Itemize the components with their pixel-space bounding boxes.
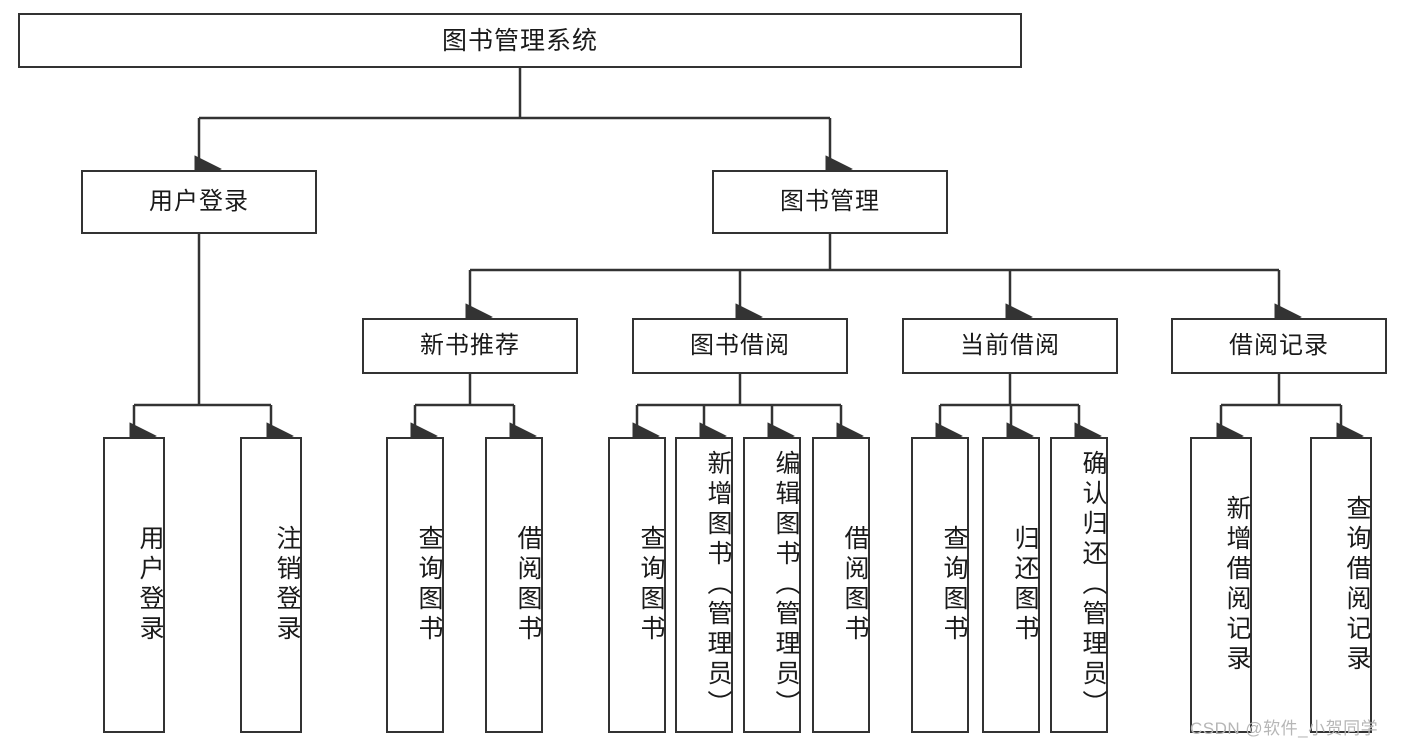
node-user-login[interactable]: 用户登录: [81, 170, 317, 234]
node-current-borrowing[interactable]: 当前借阅: [902, 318, 1118, 374]
node-new-book-recommendation[interactable]: 新书推荐: [362, 318, 578, 374]
leaf-confirm-return-admin-label: 确认归还（管理员）: [1079, 450, 1107, 720]
leaf-confirm-return-admin[interactable]: 确认归还（管理员）: [1050, 437, 1108, 733]
leaf-query-books-recommendation[interactable]: 查询图书: [386, 437, 444, 733]
leaf-query-books-current[interactable]: 查询图书: [911, 437, 969, 733]
leaf-user-login[interactable]: 用户登录: [103, 437, 165, 733]
node-book-management[interactable]: 图书管理: [712, 170, 948, 234]
leaf-add-borrowing-record[interactable]: 新增借阅记录: [1190, 437, 1252, 733]
leaf-logout-label: 注销登录: [273, 525, 301, 645]
node-user-login-label: 用户登录: [149, 187, 249, 215]
leaf-edit-book-admin-label: 编辑图书（管理员）: [772, 450, 800, 720]
leaf-add-borrowing-record-label: 新增借阅记录: [1223, 495, 1251, 675]
leaf-return-books-label: 归还图书: [1011, 525, 1039, 645]
leaf-query-books-borrowing[interactable]: 查询图书: [608, 437, 666, 733]
leaf-return-books[interactable]: 归还图书: [982, 437, 1040, 733]
leaf-query-books-current-label: 查询图书: [940, 525, 968, 645]
leaf-query-books-borrowing-label: 查询图书: [637, 525, 665, 645]
node-borrowing-records-label: 借阅记录: [1229, 331, 1329, 359]
leaf-query-borrowing-record-label: 查询借阅记录: [1343, 495, 1371, 675]
node-borrowing-records[interactable]: 借阅记录: [1171, 318, 1387, 374]
node-new-book-recommendation-label: 新书推荐: [420, 331, 520, 359]
csdn-watermark: CSDN @软件_小贺同学: [1190, 719, 1379, 738]
leaf-borrow-books-borrowing-label: 借阅图书: [841, 525, 869, 645]
node-book-management-label: 图书管理: [780, 187, 880, 215]
leaf-add-book-admin-label: 新增图书（管理员）: [704, 450, 732, 720]
leaf-logout[interactable]: 注销登录: [240, 437, 302, 733]
node-book-borrowing[interactable]: 图书借阅: [632, 318, 848, 374]
leaf-borrow-books-borrowing[interactable]: 借阅图书: [812, 437, 870, 733]
leaf-add-book-admin[interactable]: 新增图书（管理员）: [675, 437, 733, 733]
leaf-borrow-books-recommendation[interactable]: 借阅图书: [485, 437, 543, 733]
leaf-edit-book-admin[interactable]: 编辑图书（管理员）: [743, 437, 801, 733]
node-current-borrowing-label: 当前借阅: [960, 331, 1060, 359]
node-root-label: 图书管理系统: [441, 26, 598, 55]
leaf-user-login-label: 用户登录: [136, 525, 164, 645]
leaf-query-borrowing-record[interactable]: 查询借阅记录: [1310, 437, 1372, 733]
node-book-borrowing-label: 图书借阅: [690, 331, 790, 359]
leaf-query-books-recommendation-label: 查询图书: [415, 525, 443, 645]
leaf-borrow-books-recommendation-label: 借阅图书: [514, 525, 542, 645]
node-root[interactable]: 图书管理系统: [18, 13, 1022, 68]
